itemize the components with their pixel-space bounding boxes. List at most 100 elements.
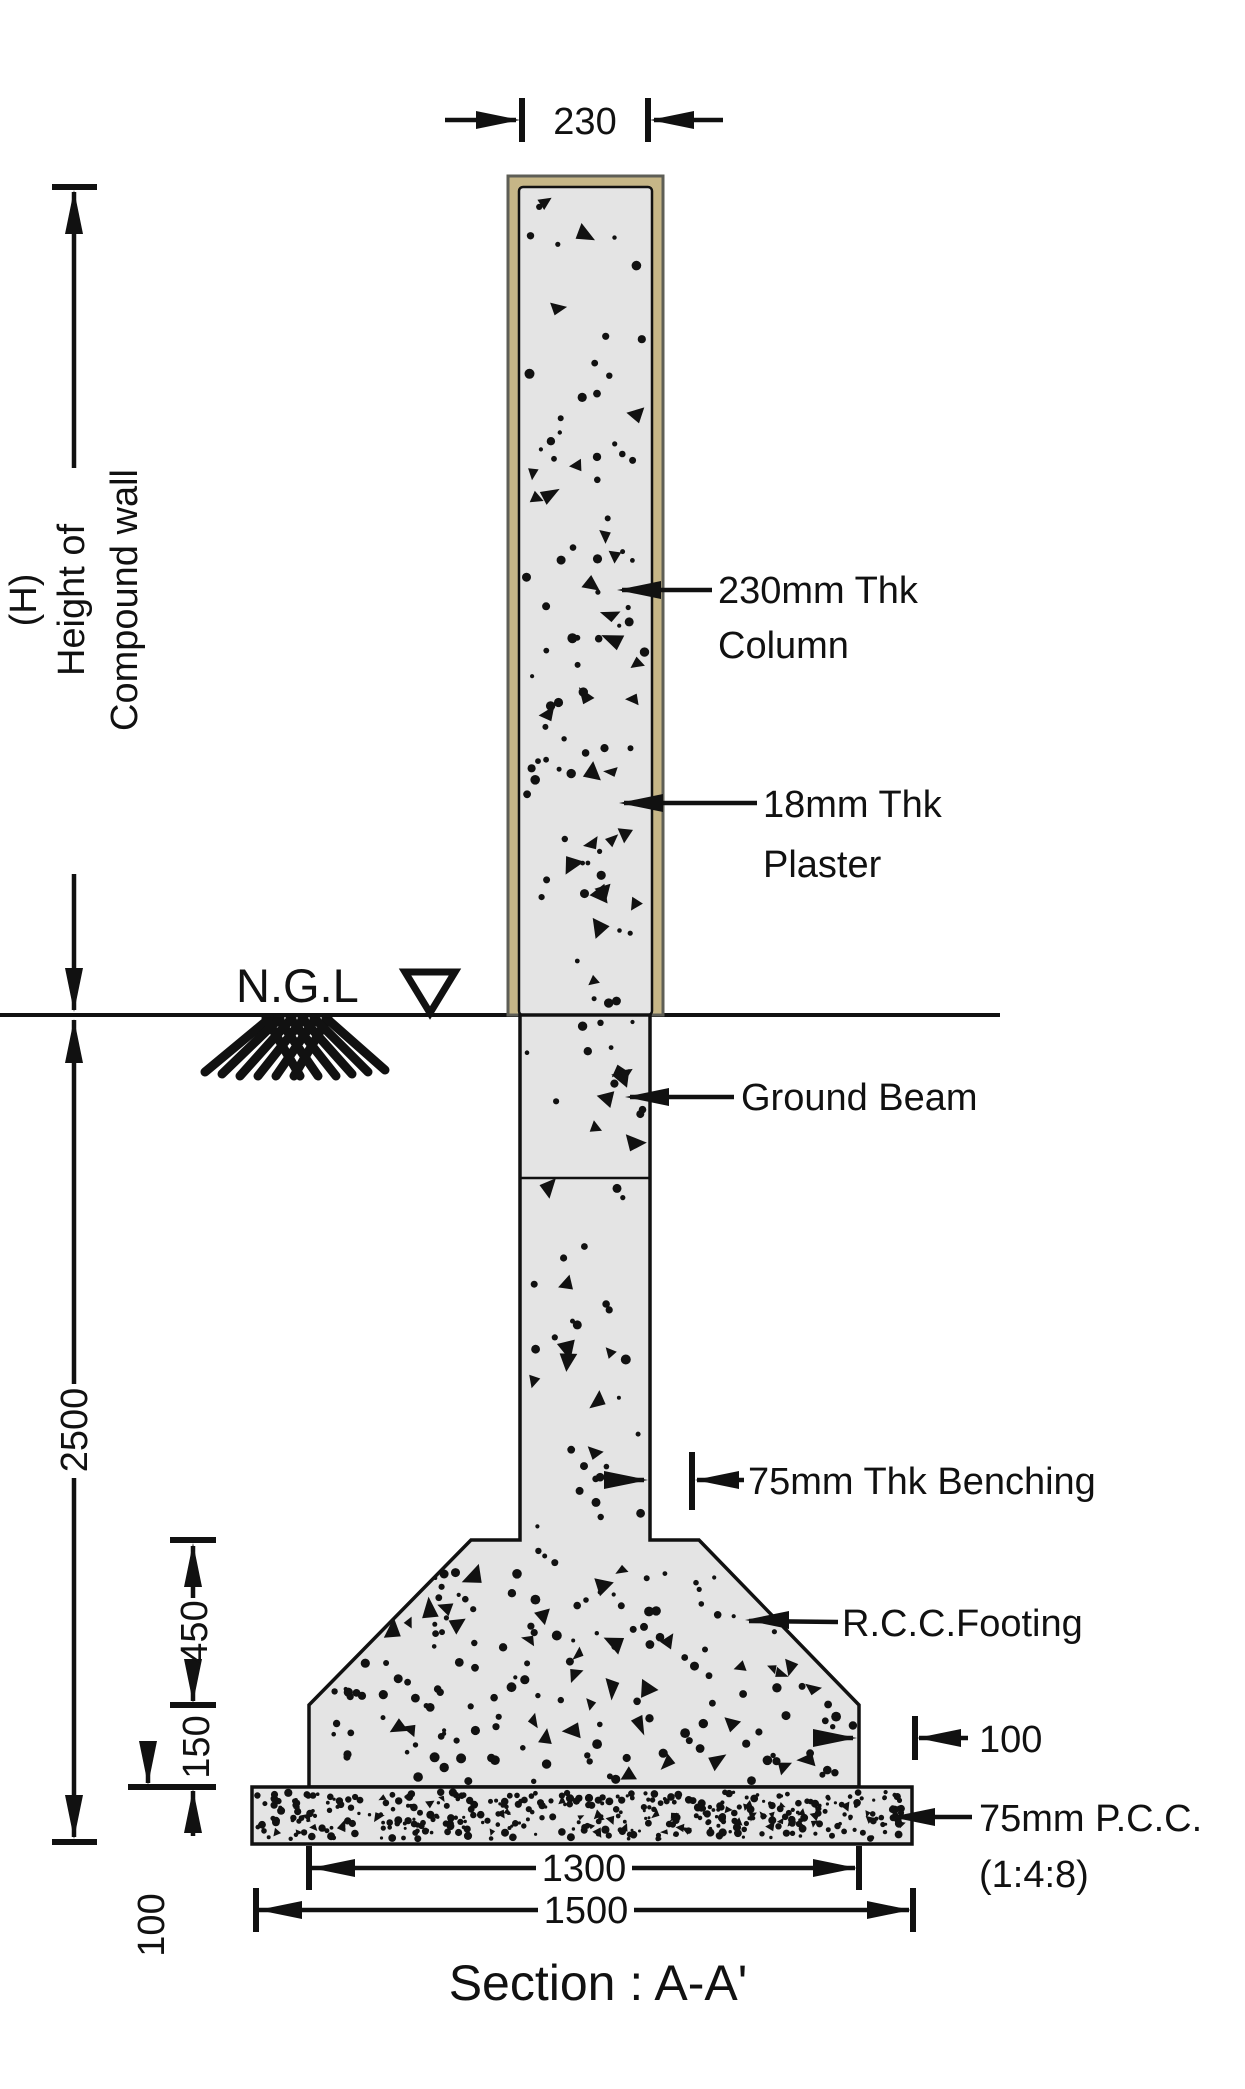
aggregate-dot: [327, 1793, 334, 1801]
aggregate-dot: [709, 1699, 716, 1707]
aggregate-dot: [591, 996, 597, 1002]
aggregate-dot: [347, 1804, 355, 1811]
earth-hatch-stroke: [321, 1013, 390, 1075]
aggregate-dot: [624, 617, 634, 627]
aggregate-dot: [332, 1797, 336, 1801]
aggregate-chunk: [620, 1766, 637, 1780]
aggregate-dot: [617, 623, 622, 628]
aggregate-chunk: [461, 1563, 482, 1583]
aggregate-dot: [597, 1513, 604, 1521]
dim-height-line2: Height of: [51, 524, 93, 677]
aggregate-dot: [577, 1021, 588, 1031]
aggregate-chunk: [594, 1578, 614, 1597]
aggregate-dot: [423, 1703, 429, 1709]
aggregate-dot: [681, 1654, 689, 1661]
aggregate-chunk: [899, 1821, 906, 1829]
aggregate-dot: [574, 661, 581, 668]
aggregate-chunk: [587, 1446, 604, 1460]
aggregate-dot: [712, 1575, 717, 1580]
aggregate-dot: [882, 1795, 887, 1801]
arrowhead-icon: [65, 1019, 83, 1063]
aggregate-chunk: [293, 1805, 300, 1813]
aggregate-chunk: [619, 1068, 633, 1081]
aggregate-chunk: [708, 1754, 727, 1772]
aggregate-dot: [627, 930, 633, 936]
aggregate-chunk: [569, 458, 582, 472]
aggregate-dot: [615, 1794, 620, 1799]
aggregate-dot: [612, 235, 617, 240]
aggregate-dot: [412, 1817, 416, 1821]
aggregate-dot: [588, 1801, 596, 1809]
aggregate-dot: [444, 1828, 451, 1836]
aggregate-chunk: [743, 1803, 750, 1811]
aggregate-dot: [663, 1798, 670, 1805]
aggregate-dot: [541, 1759, 552, 1769]
aggregate-dot: [404, 1749, 410, 1755]
aggregate-dot: [270, 1801, 278, 1809]
aggregate-dot: [530, 674, 535, 679]
aggregate-dot: [662, 1571, 668, 1576]
aggregate-dot: [848, 1816, 852, 1821]
aggregate-dot: [329, 1825, 334, 1830]
aggregate-chunk: [534, 1608, 550, 1626]
aggregate-dot: [443, 1615, 449, 1621]
aggregate-chunk: [865, 1810, 871, 1818]
aggregate-dot: [404, 1678, 411, 1686]
aggregate-dot: [697, 1815, 703, 1821]
aggregate-dot: [548, 1798, 554, 1804]
arrowhead-icon: [619, 794, 663, 812]
aggregate-chunk: [670, 1812, 680, 1820]
aggregate-chunk: [529, 1374, 541, 1389]
aggregate-dot: [348, 1819, 356, 1828]
aggregate-chunk: [625, 693, 639, 706]
aggregate-dot: [627, 745, 634, 752]
aggregate-chunk: [527, 1712, 538, 1729]
aggregate-dot: [626, 1836, 631, 1841]
aggregate-chunk: [630, 1714, 645, 1736]
aggregate-chunk: [625, 1134, 647, 1152]
aggregate-dot: [639, 647, 650, 657]
dim-depth: 2500: [54, 1388, 96, 1473]
aggregate-dot: [345, 1796, 352, 1803]
aggregate-dot: [746, 1805, 755, 1814]
concrete-speckles: [254, 197, 906, 1843]
arrowhead-icon: [745, 1611, 789, 1629]
aggregate-dot: [388, 1834, 397, 1842]
label-ground-beam: Ground Beam: [741, 1077, 978, 1119]
aggregate-dot: [566, 1800, 573, 1808]
aggregate-dot: [567, 1445, 576, 1454]
aggregate-chunk: [608, 550, 622, 564]
aggregate-chunk: [660, 1633, 674, 1650]
aggregate-dot: [558, 1828, 566, 1836]
aggregate-dot: [347, 1729, 355, 1737]
aggregate-dot: [343, 1753, 351, 1761]
aggregate-dot: [616, 1395, 621, 1400]
aggregate-dot: [702, 1646, 708, 1653]
aggregate-chunk: [572, 1646, 584, 1660]
aggregate-dot: [769, 1835, 773, 1840]
aggregate-chunk: [810, 1820, 818, 1828]
aggregate-dot: [390, 1806, 396, 1812]
aggregate-dot: [859, 1796, 864, 1801]
aggregate-dot: [438, 1583, 445, 1590]
aggregate-dot: [602, 1300, 610, 1308]
aggregate-dot: [356, 1796, 364, 1804]
dimension-graphics: [52, 98, 972, 1932]
aggregate-dot: [415, 1822, 421, 1828]
aggregate-dot: [889, 1814, 897, 1822]
aggregate-dot: [894, 1830, 903, 1839]
aggregate-dot: [605, 1306, 613, 1314]
aggregate-dot: [451, 1568, 460, 1578]
aggregate-chunk: [538, 705, 555, 722]
aggregate-dot: [798, 1834, 803, 1838]
aggregate-dot: [647, 1805, 652, 1810]
aggregate-dot: [527, 764, 536, 773]
aggregate-dot: [284, 1788, 293, 1797]
label-plaster-line2: Plaster: [763, 844, 882, 886]
label-column-line1: 230mm Thk: [718, 570, 919, 612]
aggregate-chunk: [550, 302, 568, 316]
aggregate-dot: [379, 1836, 384, 1840]
aggregate-chunk: [809, 1811, 821, 1821]
aggregate-dot: [776, 1793, 782, 1799]
aggregate-dot: [514, 1792, 520, 1799]
